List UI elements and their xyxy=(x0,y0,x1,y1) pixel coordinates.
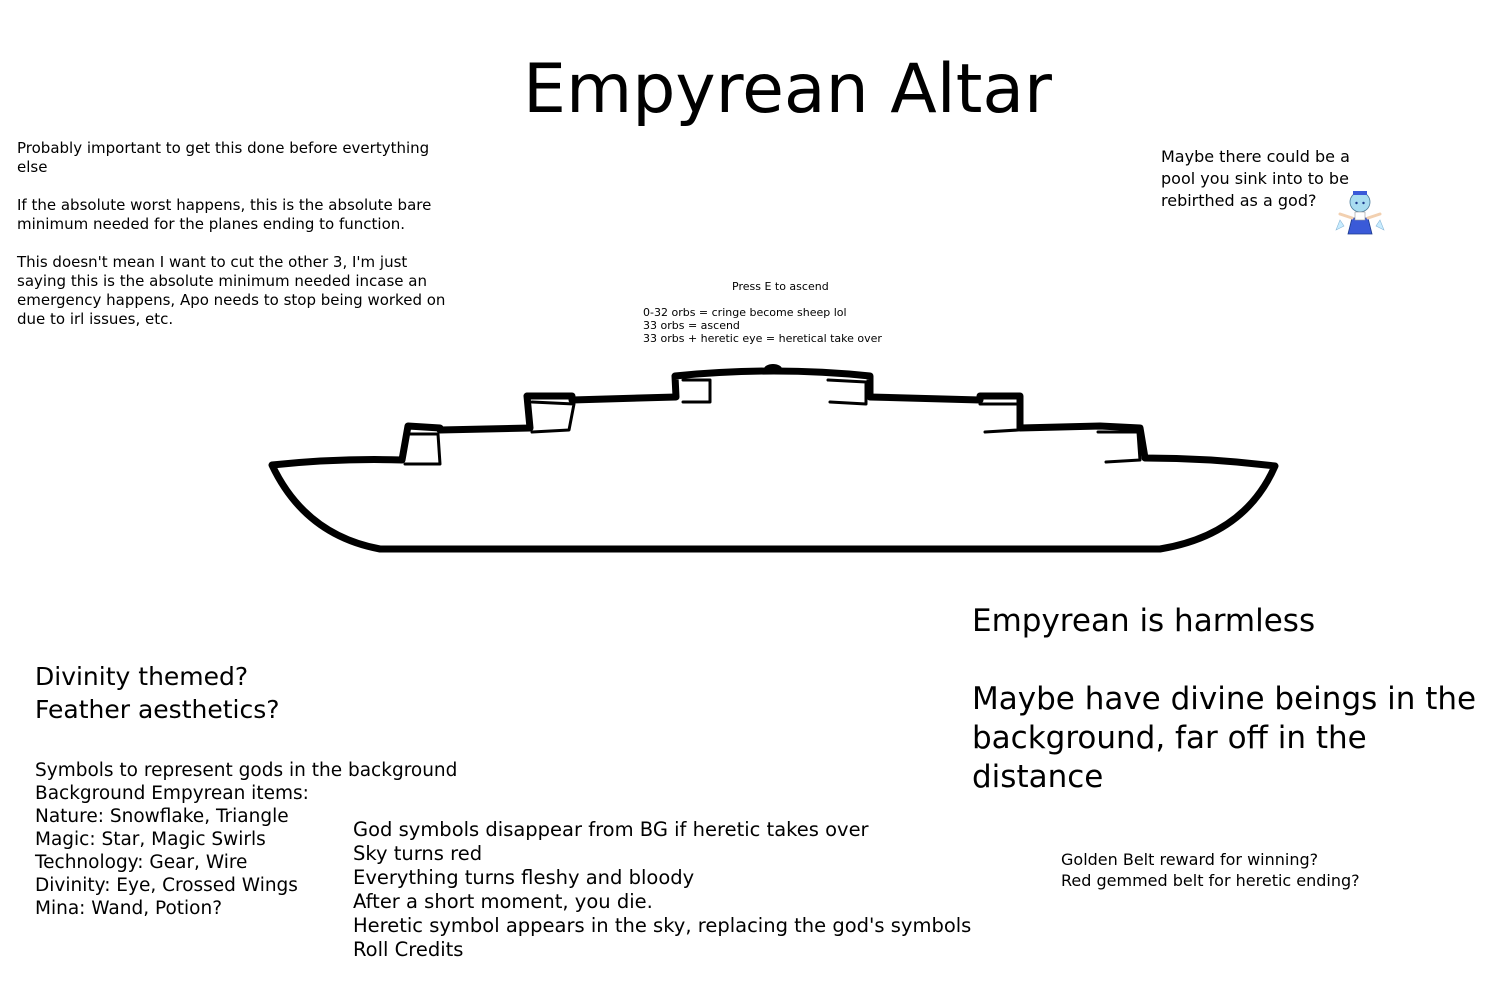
heretic-line: Roll Credits xyxy=(353,938,464,961)
belt-line: Red gemmed belt for heretic ending? xyxy=(1061,871,1360,890)
orb-rules: 0-32 orbs = cringe become sheep lol 33 o… xyxy=(643,306,882,345)
heretic-line: Heretic symbol appears in the sky, repla… xyxy=(353,914,972,937)
symbols-line: Symbols to represent gods in the backgro… xyxy=(35,760,458,781)
symbols-line: Magic: Star, Magic Swirls xyxy=(35,829,266,850)
symbols-line: Mina: Wand, Potion? xyxy=(35,898,223,919)
cirno-shrug-icon xyxy=(1335,191,1385,235)
heretic-line: After a short moment, you die. xyxy=(353,890,653,913)
page-title: Empyrean Altar xyxy=(523,50,1052,129)
altar-top-knob xyxy=(764,364,782,374)
heretic-line: God symbols disappear from BG if heretic… xyxy=(353,818,869,841)
note-heretic-ending: God symbols disappear from BG if heretic… xyxy=(353,818,971,962)
note-belt-rewards: Golden Belt reward for winning? Red gemm… xyxy=(1061,849,1360,891)
belt-line: Golden Belt reward for winning? xyxy=(1061,850,1319,869)
symbols-line: Technology: Gear, Wire xyxy=(35,852,248,873)
orb-rule: 33 orbs + heretic eye = heretical take o… xyxy=(643,332,882,345)
altar-block-left-3 xyxy=(681,378,712,404)
altar-block-right-3 xyxy=(826,378,868,406)
symbols-line: Divinity: Eye, Crossed Wings xyxy=(35,875,298,896)
altar-block-left-2 xyxy=(530,400,576,434)
altar-block-right-2 xyxy=(978,402,1020,434)
orb-rule: 33 orbs = ascend xyxy=(643,319,740,332)
divinity-line: Divinity themed? xyxy=(35,662,249,691)
heretic-line: Everything turns fleshy and bloody xyxy=(353,866,695,889)
note-god-symbols: Symbols to represent gods in the backgro… xyxy=(35,759,457,920)
altar-block-left-1 xyxy=(403,432,442,466)
altar-block-right-1 xyxy=(1096,430,1142,464)
altar-silhouette xyxy=(268,367,1279,553)
press-e-prompt: Press E to ascend xyxy=(732,280,829,293)
heretic-line: Sky turns red xyxy=(353,842,483,865)
symbols-line: Nature: Snowflake, Triangle xyxy=(35,806,289,827)
symbols-line: Background Empyrean items: xyxy=(35,783,309,804)
note-empyrean-harmless: Empyrean is harmless Maybe have divine b… xyxy=(972,603,1477,795)
orb-rule: 0-32 orbs = cringe become sheep lol xyxy=(643,306,847,319)
divinity-line: Feather aesthetics? xyxy=(35,695,280,724)
note-divinity-theme: Divinity themed? Feather aesthetics? xyxy=(35,660,280,726)
note-pool-rebirth: Maybe there could be a pool you sink int… xyxy=(1161,147,1350,210)
note-minimum-requirement: Probably important to get this done befo… xyxy=(17,139,446,328)
